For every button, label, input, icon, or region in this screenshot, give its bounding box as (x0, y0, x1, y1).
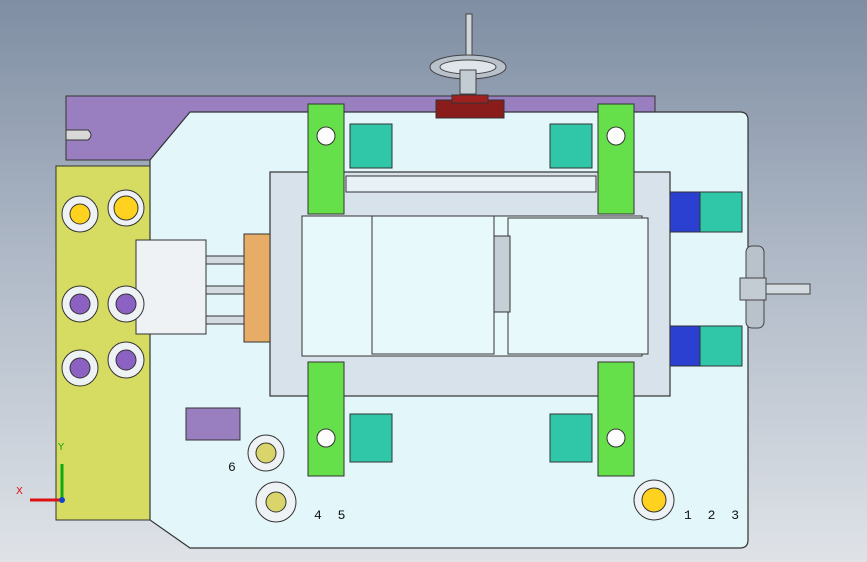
callout-6: 6 (228, 460, 240, 475)
callout-45: 4 5 (314, 508, 350, 523)
gold-pin-1[interactable] (61, 195, 99, 233)
pin-45[interactable] (255, 481, 297, 523)
left-cylinder[interactable] (135, 233, 271, 343)
violet-pin-1[interactable] (61, 285, 99, 323)
green-clamp-bottom-right[interactable] (597, 361, 635, 477)
right-block-upper[interactable] (669, 191, 743, 233)
right-handwheel[interactable] (739, 245, 811, 329)
axis-triad (30, 464, 65, 503)
right-block-lower[interactable] (669, 325, 743, 367)
triad-x-label: X (16, 486, 23, 497)
teal-block-top-left[interactable] (349, 123, 393, 169)
teal-block-bottom-left[interactable] (349, 413, 393, 463)
pin-123[interactable] (633, 479, 675, 521)
green-clamp-top-left[interactable] (307, 103, 345, 215)
triad-y-label: Y (58, 442, 65, 453)
callout-123: 1 2 3 (684, 508, 744, 523)
teal-block-bottom-right[interactable] (549, 413, 593, 463)
teal-block-top-right[interactable] (549, 123, 593, 169)
violet-pin-3[interactable] (61, 349, 99, 387)
green-clamp-top-right[interactable] (597, 103, 635, 215)
top-handwheel[interactable] (429, 13, 507, 119)
violet-pin-2[interactable] (107, 285, 145, 323)
purple-small-block[interactable] (185, 407, 241, 441)
green-clamp-bottom-left[interactable] (307, 361, 345, 477)
pin-6[interactable] (247, 434, 285, 472)
gold-pin-2[interactable] (107, 189, 145, 227)
violet-pin-4[interactable] (107, 341, 145, 379)
